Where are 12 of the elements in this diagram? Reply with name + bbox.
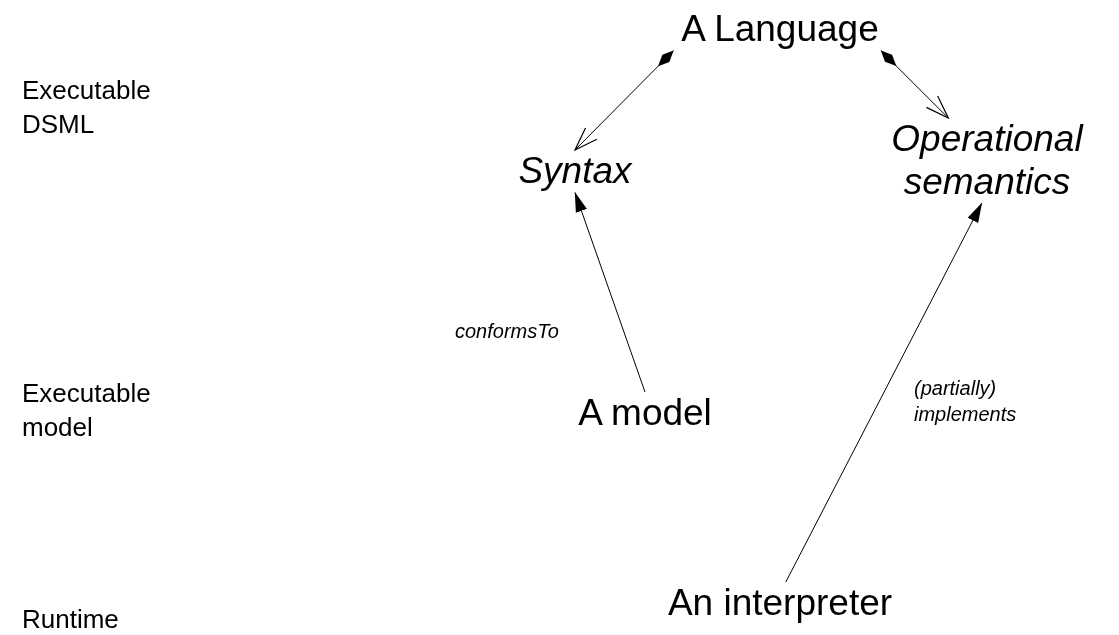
node-label: A model [578,392,712,435]
node-label: Syntax [518,150,632,193]
node-label: A Language [681,8,879,51]
node-label: An interpreter [667,582,893,625]
level-label: Executable model [22,377,152,444]
arrow [574,50,675,151]
level-label: Runtime [22,603,120,635]
arrow [785,202,983,583]
level-label: Executable DSML [22,74,152,141]
arrow [574,192,646,393]
node-label: Operational semantics [890,118,1085,204]
arrow [880,50,949,119]
